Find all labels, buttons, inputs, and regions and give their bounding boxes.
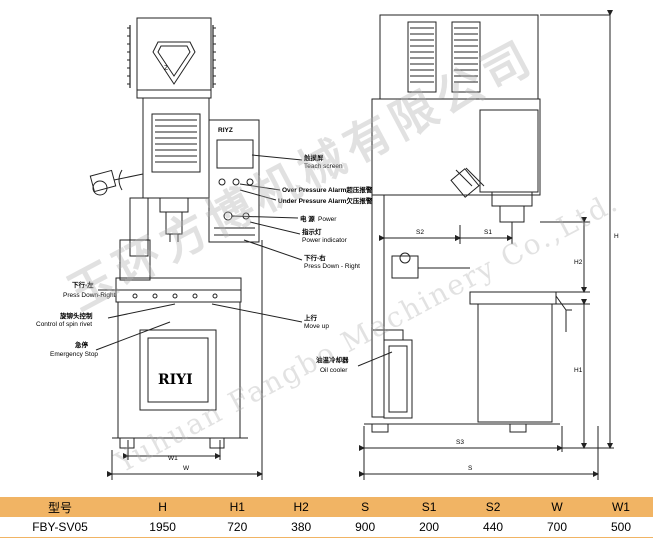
spec-cell-s2: 440 (461, 517, 526, 538)
spec-header-h2: H2 (269, 497, 334, 517)
panel-brand: RIYZ (218, 127, 233, 134)
spec-row: FBY-SV05 1950 720 380 900 200 440 700 50… (0, 517, 653, 538)
teach-screen-display (216, 139, 254, 169)
spec-header-row: 型号 H H1 H2 S S1 S2 W W1 (0, 497, 653, 517)
oil-cooler-cn: 油温冷却器 (316, 355, 349, 364)
power-indicator-cn: 指示灯 (302, 227, 322, 236)
front-view (89, 17, 303, 480)
spec-table: 型号 H H1 H2 S S1 S2 W W1 FBY-SV05 1950 72… (0, 497, 653, 538)
dim-s: S (468, 465, 473, 472)
spec-header-h: H (120, 497, 206, 517)
logo-emblem (152, 41, 196, 85)
press-down-left-en: Press Down-Right (63, 292, 116, 299)
cabinet-door (139, 329, 217, 411)
spec-header-model: 型号 (0, 497, 120, 517)
emergency-stop-en: Emergency Stop (50, 351, 98, 358)
spec-cell-w: 700 (525, 517, 589, 538)
teach-screen-cn: 触摸屏 (303, 153, 324, 162)
top-housing (136, 17, 212, 99)
brand-plate: RIYI (158, 372, 193, 388)
control-panel (208, 119, 260, 243)
power-en: Power (318, 216, 337, 223)
dim-w1: W1 (168, 455, 178, 462)
dim-s3: S3 (456, 439, 464, 446)
teach-screen-en: Teach screen (304, 163, 343, 170)
power-cn: 电 源 (300, 214, 315, 223)
spec-cell-h1: 720 (205, 517, 270, 538)
spec-header-w1: W1 (588, 497, 653, 517)
power-indicator-en: Power indicator (302, 237, 348, 244)
press-down-right-cn: 下行-右 (304, 253, 326, 262)
spec-cell-model: FBY-SV05 (0, 517, 120, 538)
dim-h: H (614, 233, 619, 240)
side-labels: 油温冷却器 Oil cooler S2 S1 S3 S H H2 H1 (316, 229, 619, 472)
spin-rivet-cn: 旋铆头控制 (59, 311, 93, 320)
move-up-en: Move up (304, 323, 329, 330)
oil-cooler-en: Oil cooler (320, 367, 348, 374)
dim-h2: H2 (574, 259, 583, 266)
spec-cell-w1: 500 (588, 517, 653, 538)
spec-cell-s1: 200 (397, 517, 462, 538)
dim-h1: H1 (574, 367, 583, 374)
front-labels: Z RIYZ RIYI 触摸屏 Teach screen Over Pressu… (36, 65, 373, 472)
side-view (357, 10, 614, 480)
spec-header-s2: S2 (461, 497, 526, 517)
spec-cell-s: 900 (333, 517, 398, 538)
spec-header-s: S (333, 497, 398, 517)
press-down-right-en: Press Down - Right (304, 263, 360, 270)
spec-cell-h2: 380 (269, 517, 334, 538)
dim-w: W (183, 465, 190, 472)
spin-rivet-en: Control of spin rivet (36, 321, 92, 328)
spec-header-w: W (525, 497, 589, 517)
oil-cooler (383, 339, 413, 419)
under-pressure-label: Under Pressure Alarm欠压报警 (278, 196, 373, 205)
spec-cell-h: 1950 (120, 517, 206, 538)
move-up-cn: 上行 (304, 313, 318, 322)
logo-letter: Z (164, 65, 168, 72)
over-pressure-label: Over Pressure Alarm超压报警 (282, 185, 373, 194)
frame-column (142, 97, 210, 199)
dim-s1: S1 (484, 229, 492, 236)
press-down-left-cn: 下行-左 (72, 280, 94, 289)
dim-s2: S2 (416, 229, 424, 236)
spec-header-s1: S1 (397, 497, 462, 517)
side-cabinet (477, 303, 553, 423)
emergency-stop-cn: 急停 (75, 340, 89, 349)
spec-header-h1: H1 (205, 497, 270, 517)
machine-drawing: Z RIYZ RIYI 触摸屏 Teach screen Over Pressu… (36, 10, 619, 480)
